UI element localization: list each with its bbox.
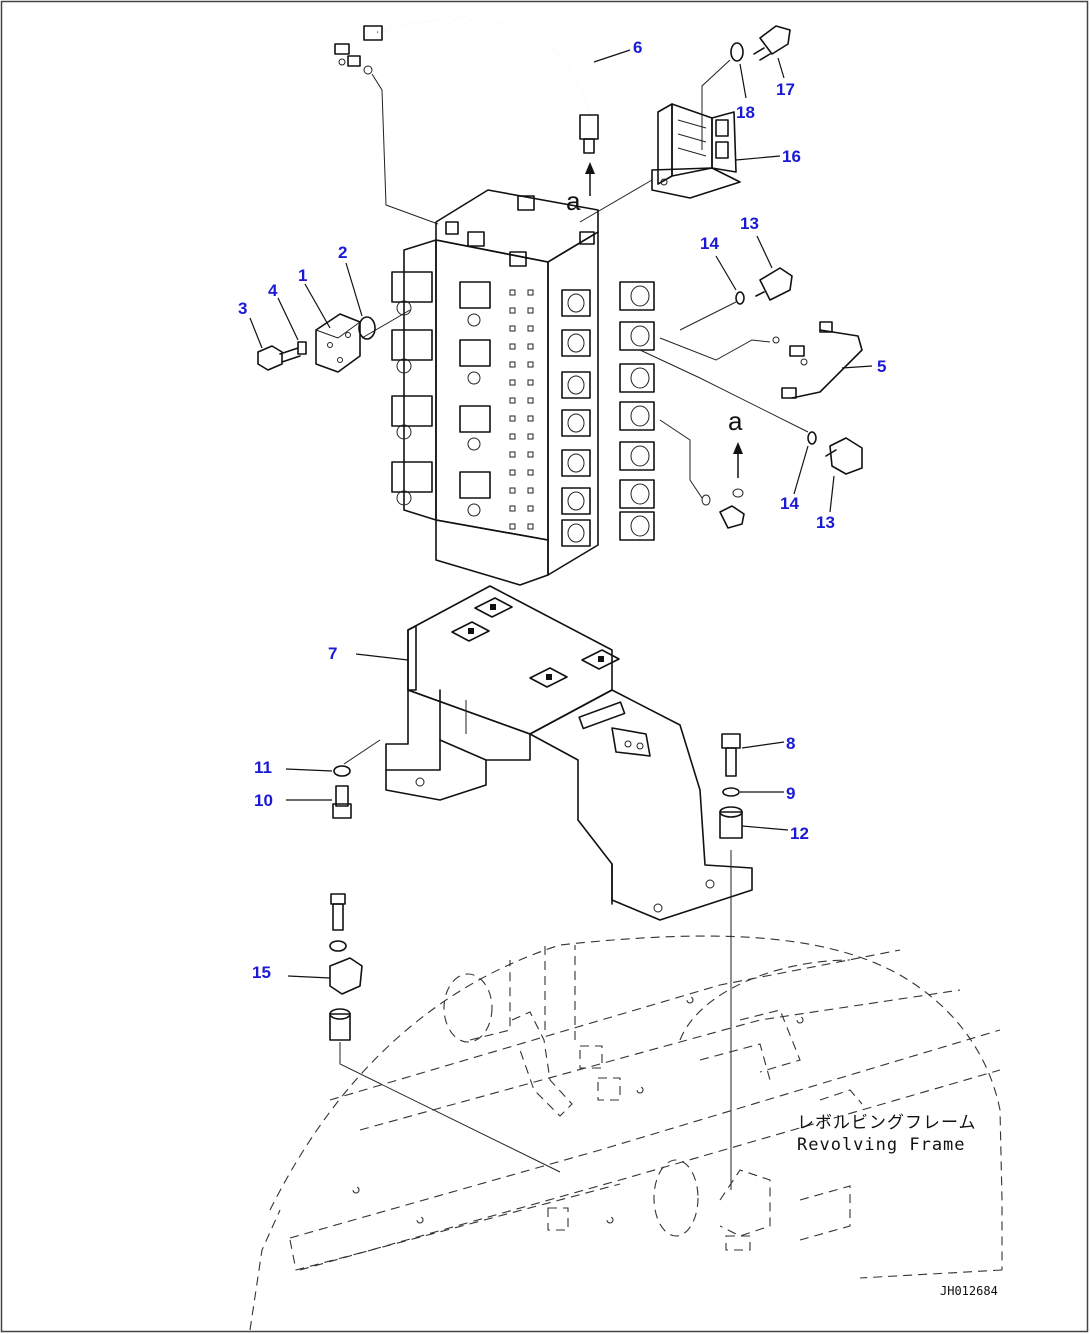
right-spool [561, 321, 655, 357]
callout-11: 11 [254, 758, 272, 777]
port-hole [527, 469, 534, 476]
callout-1: 1 [298, 266, 307, 285]
left-spool [391, 329, 491, 385]
bolt-10 [286, 785, 352, 819]
port-hole [509, 433, 516, 440]
port-hole [509, 451, 516, 458]
left-spool [391, 461, 491, 517]
port-hole [527, 523, 534, 530]
cover-plate-1 [304, 283, 411, 373]
hydraulic-hose [363, 17, 631, 154]
port-hole [527, 325, 534, 332]
callout-8: 8 [786, 734, 795, 753]
view-arrow-top: a [566, 162, 595, 216]
port-hole [509, 397, 516, 404]
frame-label-japanese: レボルビングフレーム [797, 1113, 977, 1133]
port-hole [509, 487, 516, 494]
callout-15: 15 [252, 963, 271, 982]
view-marker-a-right: a [728, 406, 743, 436]
callout-6: 6 [633, 38, 642, 57]
port-hole [509, 361, 516, 368]
port-hole [509, 523, 516, 530]
port-hole [509, 343, 516, 350]
spacer-12 [719, 806, 789, 1190]
port-hole [509, 469, 516, 476]
bolt-3 [249, 317, 301, 371]
right-spool [561, 441, 655, 477]
port-hole [527, 289, 534, 296]
callout-13-top: 13 [740, 214, 759, 233]
view-arrow-right: a [659, 406, 745, 529]
port-hole [527, 505, 534, 512]
revolving-frame [249, 935, 1003, 1331]
control-valve [391, 189, 655, 586]
port-hole [527, 451, 534, 458]
right-spool [561, 281, 655, 317]
port-hole [527, 433, 534, 440]
port-hole [509, 325, 516, 332]
callout-14-bottom: 14 [780, 494, 799, 513]
sensor-13-bottom [825, 437, 863, 513]
callout-2: 2 [338, 243, 347, 262]
callout-18: 18 [736, 103, 755, 122]
port-hole [527, 361, 534, 368]
port-hole [527, 397, 534, 404]
callout-12: 12 [790, 824, 809, 843]
o-ring-2 [345, 262, 376, 340]
left-spool [391, 271, 491, 327]
port-hole [509, 307, 516, 314]
clamp-15 [287, 893, 561, 1173]
callout-7: 7 [328, 644, 337, 663]
callout-5: 5 [877, 357, 886, 376]
port-hole [509, 289, 516, 296]
callout-4: 4 [268, 281, 278, 300]
washer-18 [701, 42, 747, 150]
callout-13-bottom: 13 [816, 513, 835, 532]
callout-3: 3 [238, 299, 247, 318]
port-hole [509, 505, 516, 512]
sensor-13-top [755, 235, 793, 301]
port-hole [509, 415, 516, 422]
port-hole [527, 487, 534, 494]
drawing-number: JH012684 [940, 1284, 998, 1298]
right-spool [561, 363, 655, 399]
bracket-assembly [579, 103, 781, 223]
right-spool [561, 401, 655, 437]
right-spool [561, 511, 655, 547]
frame-label-english: Revolving Frame [797, 1135, 966, 1155]
port-hole [527, 379, 534, 386]
washer-11 [285, 765, 351, 777]
bolt-17 [753, 25, 791, 79]
washer-9 [722, 787, 784, 797]
right-spool [561, 479, 655, 515]
washer-4 [277, 297, 307, 355]
left-spool [391, 395, 491, 451]
port-hole [527, 307, 534, 314]
fitting-top-left [334, 43, 439, 225]
valve-mounting-bracket [343, 585, 753, 921]
port-hole [527, 415, 534, 422]
bolt-8 [721, 733, 785, 777]
callout-14-top: 14 [700, 234, 719, 253]
view-marker-a-top: a [566, 186, 581, 216]
port-hole [527, 343, 534, 350]
callout-10: 10 [254, 791, 273, 810]
callout-16: 16 [782, 147, 801, 166]
callout-17: 17 [776, 80, 795, 99]
o-ring-14-bottom [639, 349, 817, 495]
port-hole [509, 379, 516, 386]
callout-9: 9 [786, 784, 795, 803]
o-ring-14-top [679, 255, 745, 331]
sensor-harness-5 [659, 321, 873, 399]
